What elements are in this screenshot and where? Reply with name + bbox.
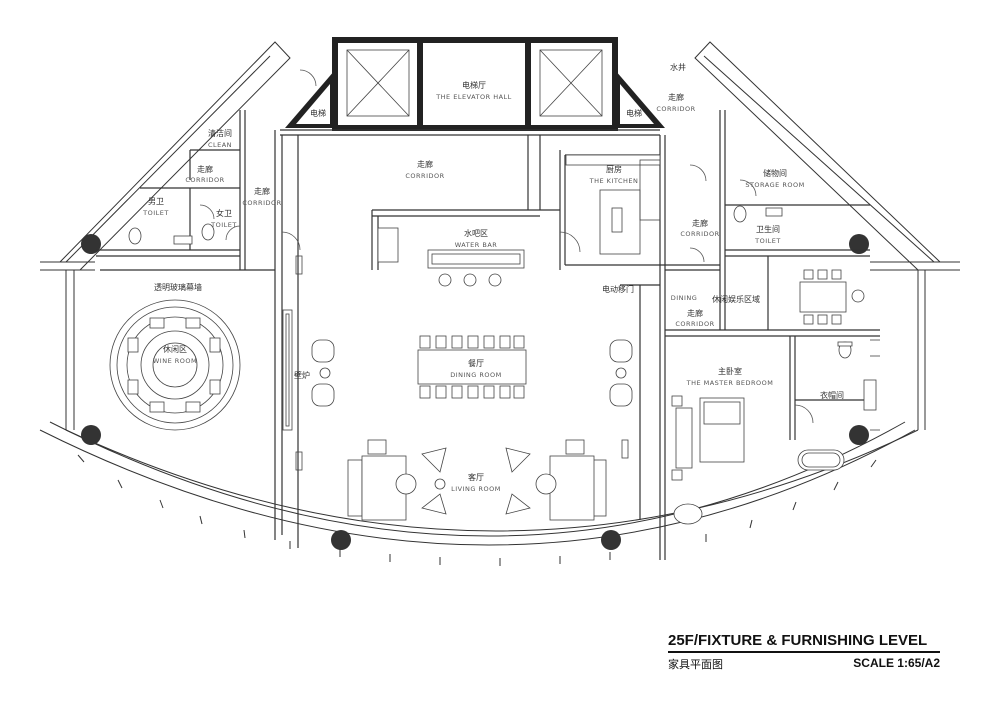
storage-label-en: STORAGE ROOM	[745, 181, 804, 189]
living-label-en: LIVING ROOM	[451, 485, 501, 493]
wine-room-circular-seating	[109, 299, 241, 431]
corridor-label-cn: 走廊	[417, 159, 433, 169]
right-corridor2-label-en: CORRIDOR	[680, 230, 719, 238]
elevator-hall-label-cn: 电梯厅	[462, 80, 486, 90]
right-corridor2-label-cn: 走廊	[692, 218, 708, 228]
door-swings	[199, 69, 814, 424]
toilet-label-cn: 卫生间	[756, 224, 780, 234]
left-corridor-label-en: CORRIDOR	[185, 176, 224, 184]
bathtub	[797, 449, 845, 471]
kitchen-label-en: THE KITCHEN	[589, 177, 639, 185]
toilet-label-en: TOILET	[754, 237, 781, 245]
cleaning-label-cn: 清洁间	[208, 128, 232, 138]
dining-label-en: DINING ROOM	[450, 371, 502, 379]
fireplace	[282, 309, 293, 431]
curtain-wall-mullions	[77, 454, 877, 566]
storage-label-cn: 储物间	[763, 168, 787, 178]
right-dining-table	[799, 269, 865, 325]
master-bedroom-label-cn: 主卧室	[718, 366, 742, 376]
right-corridor3-label-cn: 走廊	[687, 308, 703, 318]
fireplace-label-cn: 壁炉	[294, 370, 310, 380]
leisure-area-label-cn: 休闲娱乐区域	[712, 294, 760, 304]
water-bar-counter	[377, 227, 525, 287]
title-subrow: 家具平面图 SCALE 1:65/A2	[668, 656, 940, 672]
title-underline	[668, 651, 940, 653]
dining-table	[417, 335, 527, 399]
curtain-wall-note-cn: 透明玻璃幕墙	[154, 282, 202, 292]
structural-columns	[81, 234, 869, 550]
right-corridor-label-cn: 走廊	[668, 92, 684, 102]
cleaning-label-en: CLEAN	[208, 141, 232, 149]
elevator-core	[285, 37, 665, 131]
elevator-hall-label-en: THE ELEVATOR HALL	[435, 93, 512, 101]
left-elevator-label-cn: 电梯	[310, 108, 326, 118]
wine-room-label-cn: 休闲区	[163, 344, 187, 354]
kitchen-label-cn: 厨房	[606, 164, 622, 174]
right-elevator-label-cn: 电梯	[626, 108, 642, 118]
water-well-label-cn: 水井	[670, 62, 686, 72]
living-room-furniture	[347, 439, 607, 521]
women-toilet-label-cn: 女卫	[216, 208, 232, 218]
room-labels: 电梯厅 THE ELEVATOR HALL 走廊 CORRIDOR 厨房 THE…	[142, 62, 844, 493]
right-corridor-label-en: CORRIDOR	[656, 105, 695, 113]
master-bedroom-label-en: THE MASTER BEDROOM	[686, 379, 774, 387]
right-corridor3-label-en: CORRIDOR	[675, 320, 714, 328]
water-bar-label-cn: 水吧区	[464, 228, 488, 238]
kitchen-island	[565, 154, 661, 255]
left-corridor-label-cn: 走廊	[197, 164, 213, 174]
men-toilet-label-en: TOILET	[142, 209, 169, 217]
window-details	[295, 255, 880, 471]
drawing-title-cn: 家具平面图	[668, 658, 723, 671]
women-toilet-label-en: TOILET	[210, 221, 237, 229]
left-corridor2-label-cn: 走廊	[254, 186, 270, 196]
master-bed	[671, 395, 745, 525]
closet-label-cn: 衣帽间	[820, 390, 844, 400]
dining2-label-en: DINING	[671, 294, 698, 302]
title-block: 25F/FIXTURE & FURNISHING LEVEL 家具平面图 SCA…	[668, 632, 940, 672]
living-label-cn: 客厅	[468, 472, 484, 482]
bathroom-fixtures	[128, 205, 877, 411]
water-bar-label-en: WATER BAR	[455, 241, 498, 249]
dining-label-cn: 餐厅	[468, 359, 484, 368]
interior-walls	[96, 110, 880, 560]
left-corridor2-label-en: CORRIDOR	[242, 199, 281, 207]
drawing-scale: SCALE 1:65/A2	[853, 656, 940, 670]
men-toilet-label-cn: 男卫	[148, 197, 164, 206]
drawing-title: 25F/FIXTURE & FURNISHING LEVEL	[668, 632, 928, 649]
sliding-door-label-cn: 电动移门	[602, 284, 634, 294]
wine-room-label-en: WINE ROOM	[153, 357, 197, 365]
corridor-label-en: CORRIDOR	[405, 172, 444, 180]
outer-walls	[39, 41, 960, 546]
lounge-chairs	[311, 339, 633, 407]
